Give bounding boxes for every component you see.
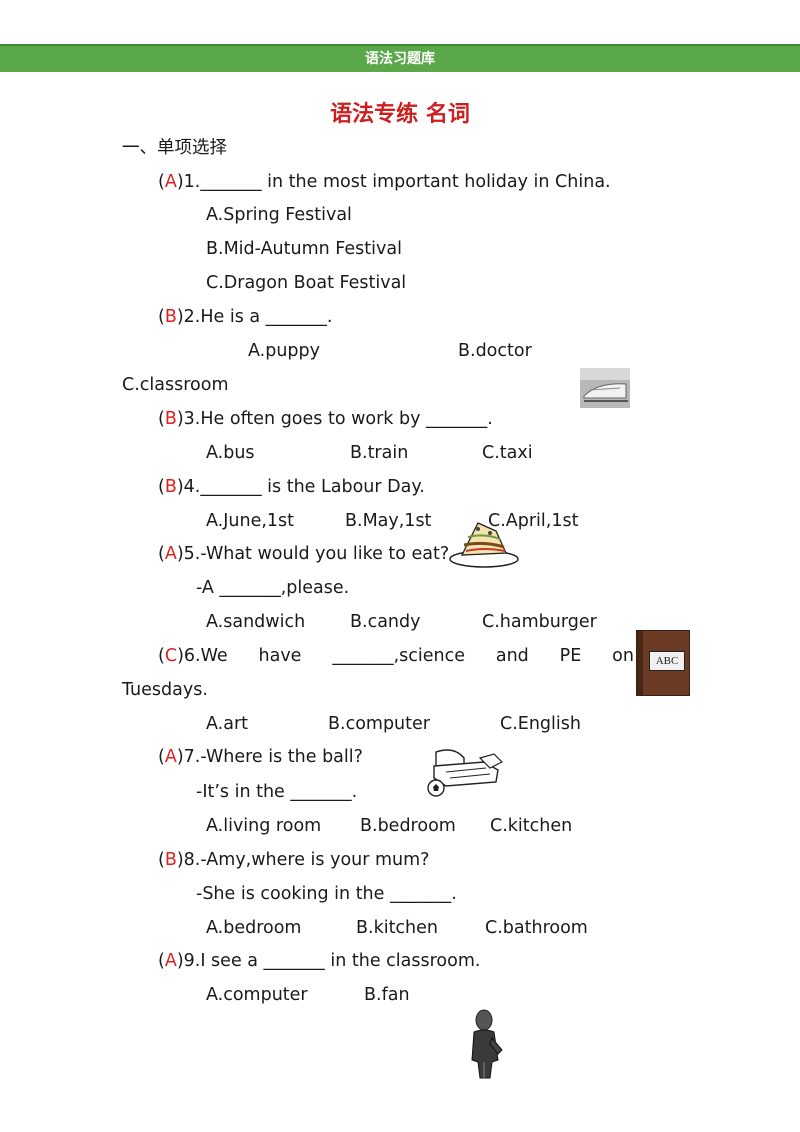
answer-6: C <box>164 646 178 666</box>
question-4: (B)4._______ is the Labour Day. <box>158 477 425 497</box>
q6-word-6: on <box>612 646 634 666</box>
q4-option-a: A.June,1st <box>206 511 295 531</box>
q1-option-a: A.Spring Festival <box>206 205 352 225</box>
question-4-text: 4._______ is the Labour Day. <box>183 477 425 497</box>
answer-4: B <box>164 477 177 497</box>
q6-line-2: Tuesdays. <box>122 680 208 700</box>
q7-option-c: C.kitchen <box>490 816 573 836</box>
book-label: ABC <box>649 651 685 671</box>
q1-option-c: C.Dragon Boat Festival <box>206 273 407 293</box>
q3-option-c: C.taxi <box>482 443 533 463</box>
q5-line-2: -A _______,please. <box>196 578 350 598</box>
q4-option-c: C.April,1st <box>488 511 579 531</box>
section-heading: 一、单项选择 <box>122 138 227 158</box>
q8-line-2: -She is cooking in the _______. <box>196 884 457 904</box>
answer-5: A <box>164 544 177 564</box>
answer-2: B <box>164 307 177 327</box>
header-banner: 语法习题库 <box>0 44 800 72</box>
q6-word-4: and <box>495 646 529 666</box>
q3-option-a: A.bus <box>206 443 255 463</box>
question-1-text: 1._______ in the most important holiday … <box>183 172 611 192</box>
question-9: (A)9.I see a _______ in the classroom. <box>158 951 481 971</box>
question-2: (B)2.He is a _______. <box>158 307 333 327</box>
q3-option-b: B.train <box>350 443 409 463</box>
q8-option-b: B.kitchen <box>356 918 438 938</box>
question-6: (C)6.We have _______,science and PE on <box>158 646 634 666</box>
q5-option-b: B.candy <box>350 612 421 632</box>
question-7: (A)7.-Where is the ball? <box>158 747 363 767</box>
q9-option-a: A.computer <box>206 985 308 1005</box>
page-title: 语法专练 名词 <box>330 101 470 127</box>
q6-option-c: C.English <box>500 714 581 734</box>
train-image <box>580 368 630 408</box>
sofa-ball-image <box>427 749 504 797</box>
q7-option-b: B.bedroom <box>360 816 456 836</box>
sandwich-image <box>449 522 519 568</box>
person-image <box>471 1009 503 1079</box>
q8-option-c: C.bathroom <box>485 918 588 938</box>
q5-option-c: C.hamburger <box>482 612 597 632</box>
q7-line-2: -It’s in the _______. <box>196 782 358 802</box>
question-1: (A)1._______ in the most important holid… <box>158 172 611 192</box>
q6-option-b: B.computer <box>328 714 430 734</box>
book-image: ABC <box>636 630 690 696</box>
q6-word-2: have <box>258 646 302 666</box>
answer-8: B <box>164 850 177 870</box>
q9-option-b: B.fan <box>364 985 410 1005</box>
q2-option-c: C.classroom <box>122 375 229 395</box>
q6-option-a: A.art <box>206 714 249 734</box>
answer-3: B <box>164 409 177 429</box>
answer-1: A <box>164 172 177 192</box>
question-5-text: 5.-What would you like to eat? <box>183 544 450 564</box>
question-2-text: 2.He is a _______. <box>183 307 333 327</box>
q6-word-5: PE <box>559 646 582 666</box>
question-5: (A)5.-What would you like to eat? <box>158 544 450 564</box>
q8-option-a: A.bedroom <box>206 918 302 938</box>
q2-option-a: A.puppy <box>248 341 320 361</box>
q5-option-a: A.sandwich <box>206 612 306 632</box>
q2-option-b: B.doctor <box>458 341 532 361</box>
answer-9: A <box>164 951 177 971</box>
question-3-text: 3.He often goes to work by _______. <box>183 409 493 429</box>
question-9-text: 9.I see a _______ in the classroom. <box>183 951 481 971</box>
answer-7: A <box>164 747 177 767</box>
q6-word-1: 6.We <box>183 646 228 666</box>
q1-option-b: B.Mid-Autumn Festival <box>206 239 402 259</box>
question-8-text: 8.-Amy,where is your mum? <box>183 850 430 870</box>
question-8: (B)8.-Amy,where is your mum? <box>158 850 430 870</box>
q4-option-b: B.May,1st <box>345 511 432 531</box>
q7-option-a: A.living room <box>206 816 322 836</box>
question-7-text: 7.-Where is the ball? <box>183 747 363 767</box>
q6-word-3: _______,science <box>332 646 465 666</box>
question-3: (B)3.He often goes to work by _______. <box>158 409 493 429</box>
